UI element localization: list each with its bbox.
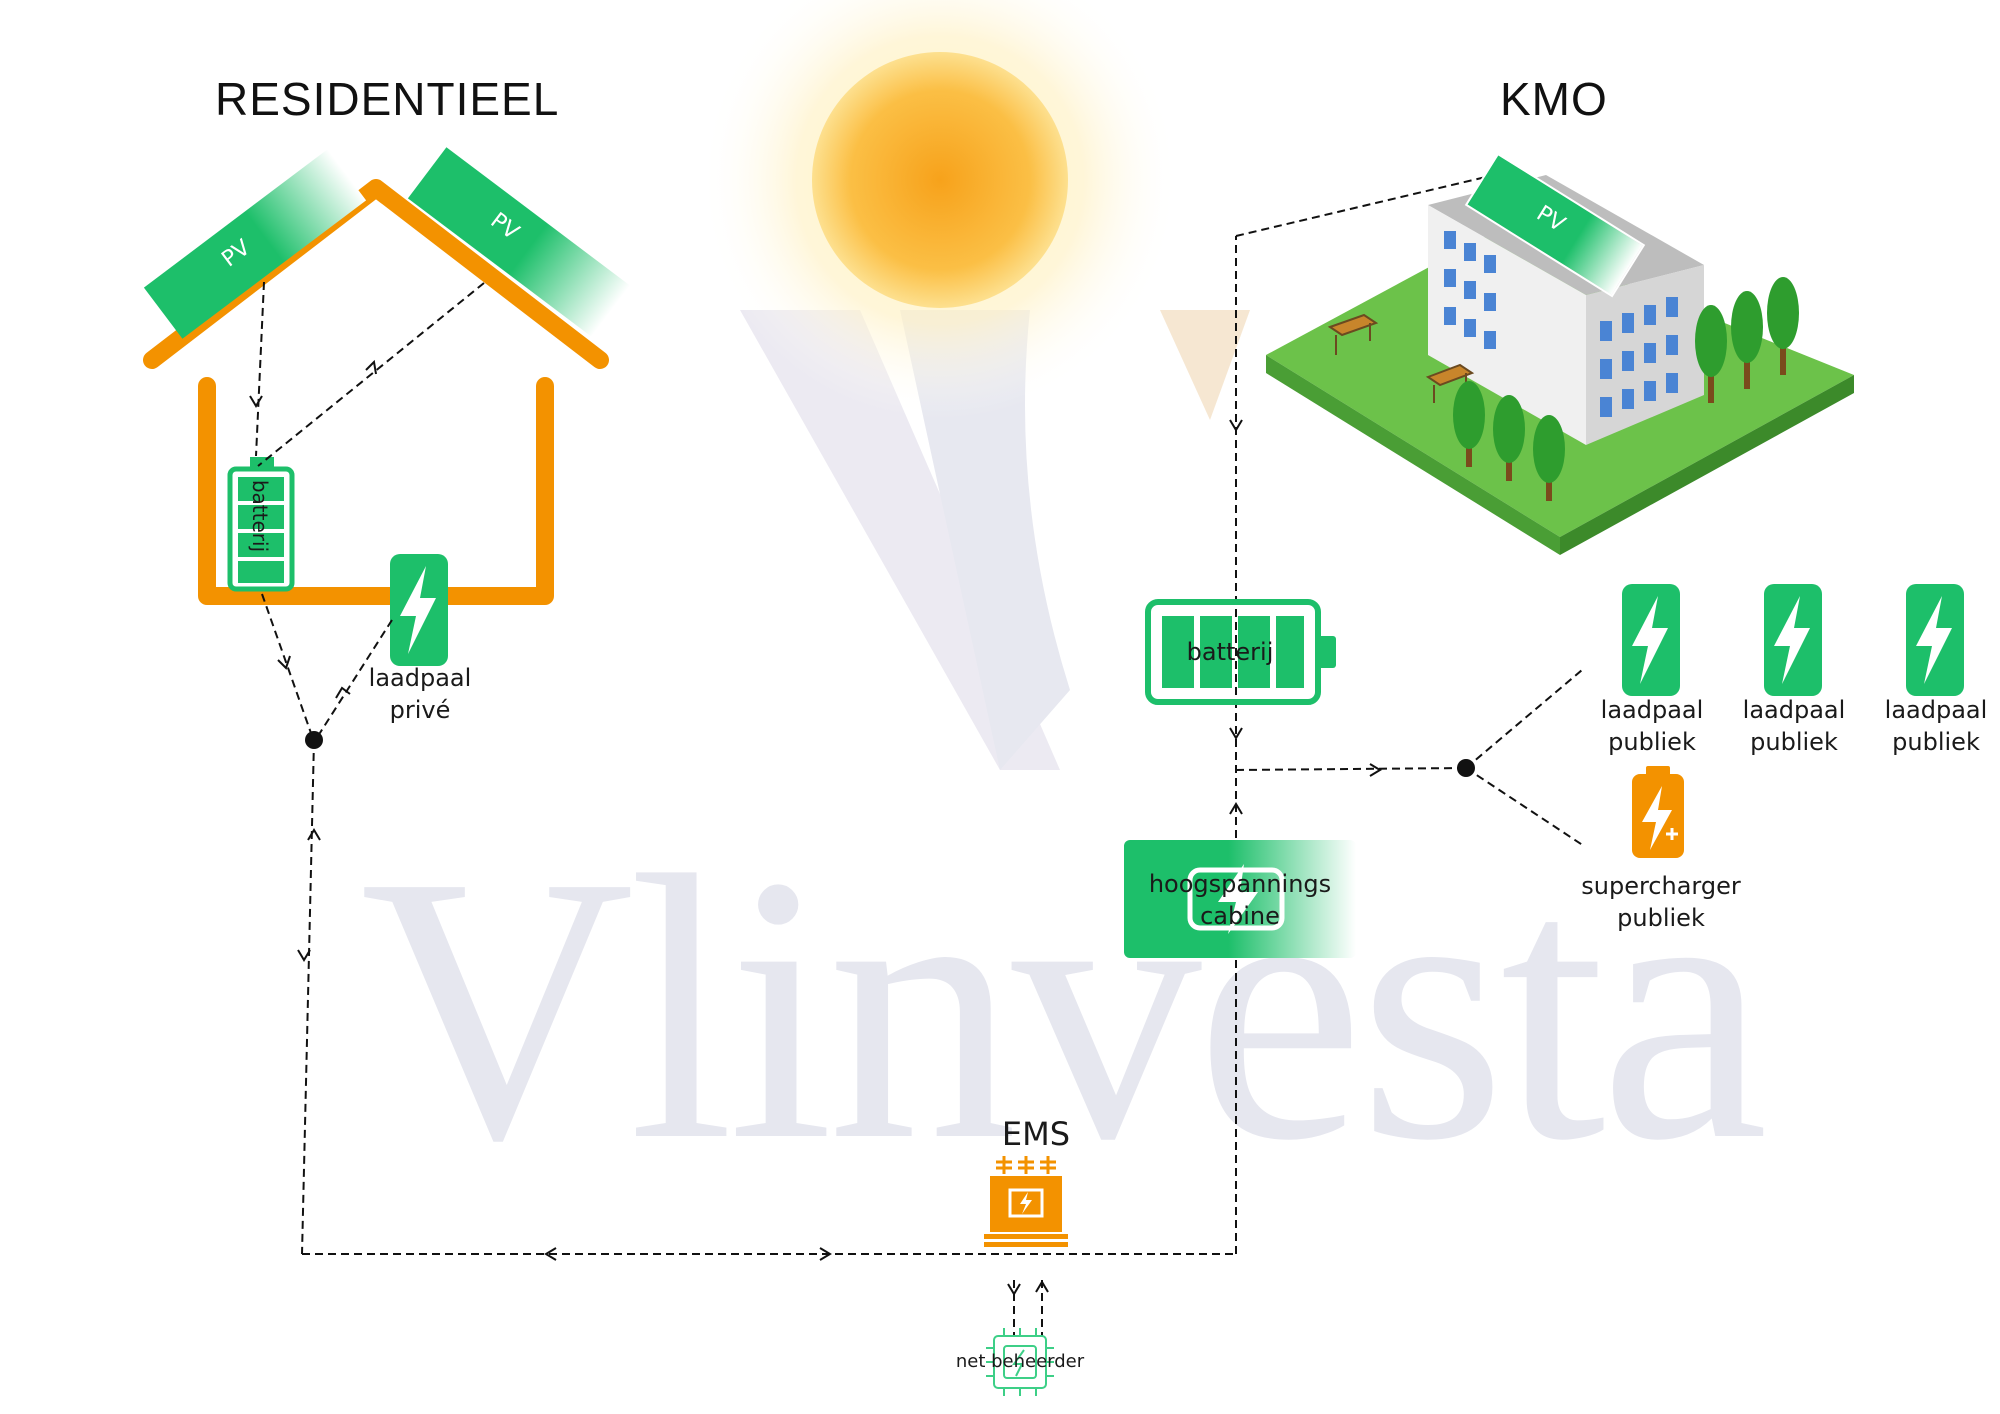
sme-battery-icon — [1145, 599, 1336, 705]
high-voltage-cabin: hoogspannings cabine — [1124, 840, 1356, 958]
watermark-brand: Vlinvesta — [360, 798, 1768, 1219]
public-charger-label: laadpaal publiek — [1884, 696, 1988, 756]
public-charger-label: laadpaal publiek — [1600, 696, 1704, 756]
supercharger-icon — [1632, 766, 1684, 858]
grid-chip-icon — [986, 1328, 1054, 1396]
high-voltage-cabin-label: hoogspannings cabine — [1148, 870, 1332, 930]
pv-label: PV — [1531, 201, 1570, 238]
grid-operator-label: net beheerder — [955, 1351, 1085, 1372]
public-charging-station-icon — [1906, 584, 1964, 696]
ems-label: EMS — [1001, 1115, 1071, 1153]
residential-heading: RESIDENTIEEL — [215, 73, 560, 125]
home-battery-icon — [227, 457, 295, 592]
sun-icon — [700, 0, 1180, 420]
transformer-icon — [984, 1156, 1068, 1247]
high-voltage-cabin-icon — [1187, 864, 1285, 934]
private-charger-label: laadpaal privé — [368, 664, 472, 724]
supercharger-label: supercharger publiek — [1581, 872, 1741, 932]
tree-icon — [1453, 277, 1799, 501]
public-charging-station-icon — [1622, 584, 1680, 696]
public-charging-station-icon — [1764, 584, 1822, 696]
bench-icon — [1327, 313, 1475, 403]
watermark-v-icon — [740, 310, 1250, 770]
private-charging-station-icon — [390, 554, 448, 666]
sme-heading: KMO — [1500, 73, 1608, 125]
sme-battery-label: batterij — [1186, 638, 1274, 666]
public-charger-label: laadpaal publiek — [1742, 696, 1846, 756]
